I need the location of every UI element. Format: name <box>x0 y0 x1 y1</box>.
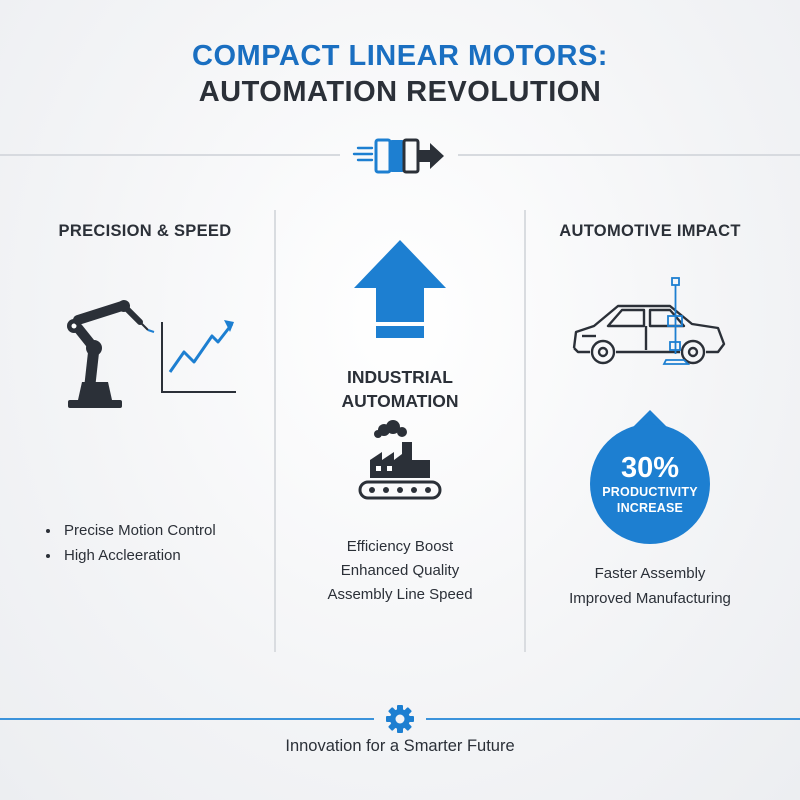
heading-line-2: AUTOMATION <box>341 391 459 411</box>
bullet-item: High Accleeration <box>46 543 266 568</box>
robotic-arm-with-rising-chart-icon <box>67 300 236 408</box>
footer-divider-left <box>0 718 374 720</box>
header-divider-left <box>0 154 340 156</box>
automotive-benefits-list: Faster Assembly Improved Manufacturing <box>536 561 764 611</box>
automation-benefits-list: Efficiency Boost Enhanced Quality Assemb… <box>290 535 510 607</box>
factory-conveyor-icon <box>358 420 442 500</box>
car-assembly-icon <box>572 277 726 365</box>
precision-bullet-list: Precise Motion Control High Accleeration <box>46 518 266 568</box>
list-item: Efficiency Boost <box>346 538 454 555</box>
industrial-automation-heading: INDUSTRIAL AUTOMATION <box>290 365 510 413</box>
title-line-1: COMPACT LINEAR MOTORS: <box>192 40 608 72</box>
badge-percent: 30% <box>620 452 680 484</box>
footer-divider-right <box>426 718 800 720</box>
list-item: Enhanced Quality <box>340 562 460 579</box>
header-divider-right <box>458 154 800 156</box>
heading-line-1: INDUSTRIAL <box>347 367 453 387</box>
automotive-impact-heading: AUTOMOTIVE IMPACT <box>559 222 741 240</box>
column-divider-left <box>274 210 276 652</box>
list-item: Assembly Line Speed <box>327 586 473 603</box>
gear-icon <box>386 705 414 733</box>
bullet-item: Precise Motion Control <box>46 518 266 543</box>
title-line-2: AUTOMATION REVOLUTION <box>198 76 602 108</box>
list-item: Faster Assembly <box>594 565 706 582</box>
badge-line-2: INCREASE <box>616 501 684 515</box>
badge-line-1: PRODUCTIVITY <box>602 485 698 499</box>
linear-motor-icon <box>352 138 444 174</box>
footer-tagline: Innovation for a Smarter Future <box>285 737 515 755</box>
precision-speed-heading: PRECISION & SPEED <box>58 222 232 240</box>
list-item: Improved Manufacturing <box>569 590 731 607</box>
productivity-badge: 30% PRODUCTIVITY INCREASE <box>590 424 710 544</box>
up-arrow-icon <box>354 240 446 338</box>
column-divider-right <box>524 210 526 652</box>
